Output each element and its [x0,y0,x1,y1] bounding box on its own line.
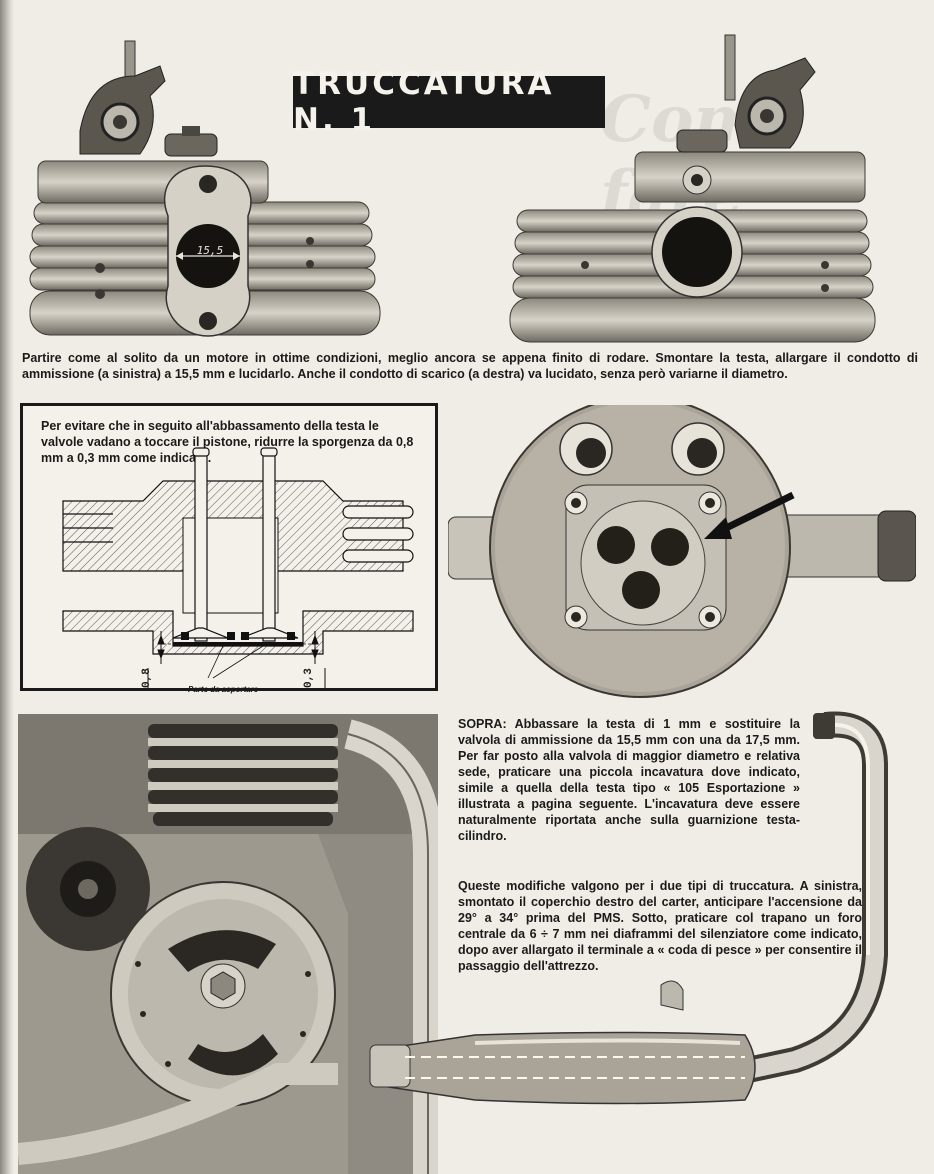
valve-cross-section-drawing [62,447,414,688]
valve-diagram-box: Per evitare che in seguito all'abbassame… [20,403,438,694]
intake-bore-label: 15,5 [196,244,224,257]
dim-label-right: 0,3 [303,668,315,688]
remove-part-label: Parte da asportare [188,685,259,694]
page-binding-edge [0,0,14,1174]
engine-ignition-photo [18,714,438,1174]
diagram-note: Per evitare che in seguito all'abbassame… [41,419,414,465]
cylinder-head-intake-photo [20,36,390,346]
caption-top: Partire come al solito da un motore in o… [22,351,918,381]
head-underside-photo [448,405,916,710]
caption-modifiche: Queste modifiche valgono per i due tipi … [458,879,862,973]
dim-label-left: 0,8 [141,668,153,688]
caption-sopra: SOPRA: Abbassare la testa di 1 mm e sost… [458,717,800,843]
exhaust-silencer-photo [365,705,925,1125]
cylinder-head-exhaust-photo [505,30,880,350]
